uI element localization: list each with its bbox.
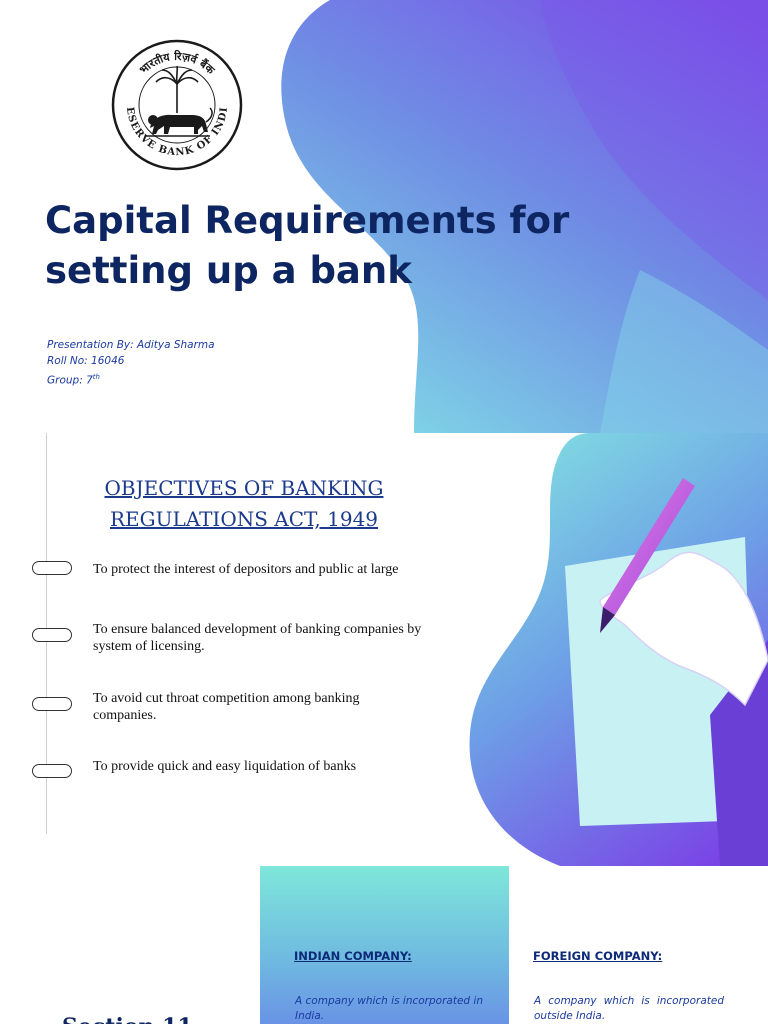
title-slide: भारतीय रिज़र्व बैंक RESERVE BANK OF INDI… (0, 0, 768, 433)
group-superscript: th (92, 373, 100, 381)
gradient-wave-decoration (281, 0, 768, 433)
bullet-marker (32, 561, 72, 575)
indian-company-heading: INDIAN COMPANY: (294, 949, 412, 963)
bullet-marker (32, 628, 72, 642)
gradient-panel (260, 866, 509, 1024)
section-title: Section 11 (62, 1014, 193, 1024)
objectives-heading: OBJECTIVES OF BANKING REGULATIONS ACT, 1… (104, 476, 384, 531)
objective-item: To provide quick and easy liquidation of… (93, 759, 357, 774)
rbi-seal-logo: भारतीय रिज़र्व बैंक RESERVE BANK OF INDI… (105, 30, 244, 172)
writing-hand-illustration (469, 433, 768, 866)
presenter-info: Presentation By: Aditya Sharma Roll No: … (47, 337, 215, 389)
objective-item: To ensure balanced development of bankin… (93, 622, 422, 654)
foreign-company-text: A company which is incorporated outside … (534, 995, 724, 1022)
indian-company-text: A company which is incorporated in India… (295, 995, 483, 1022)
bullet-marker (32, 764, 72, 778)
objective-item: To protect the interest of depositors an… (93, 562, 399, 577)
objective-item: To avoid cut throat competition among ba… (93, 691, 360, 723)
roll-number: Roll No: 16046 (47, 355, 125, 367)
presented-by: Presentation By: Aditya Sharma (47, 339, 215, 351)
presentation-title: Capital Requirements for setting up a ba… (45, 199, 570, 292)
foreign-company-heading: FOREIGN COMPANY: (533, 949, 663, 963)
objectives-slide: OBJECTIVES OF BANKING REGULATIONS ACT, 1… (0, 433, 768, 866)
group-label: Group: 7 (47, 374, 93, 387)
bullet-marker (32, 697, 72, 711)
section-slide: INDIAN COMPANY: A company which is incor… (0, 866, 768, 1024)
group-line: Group: 7th (47, 369, 215, 389)
